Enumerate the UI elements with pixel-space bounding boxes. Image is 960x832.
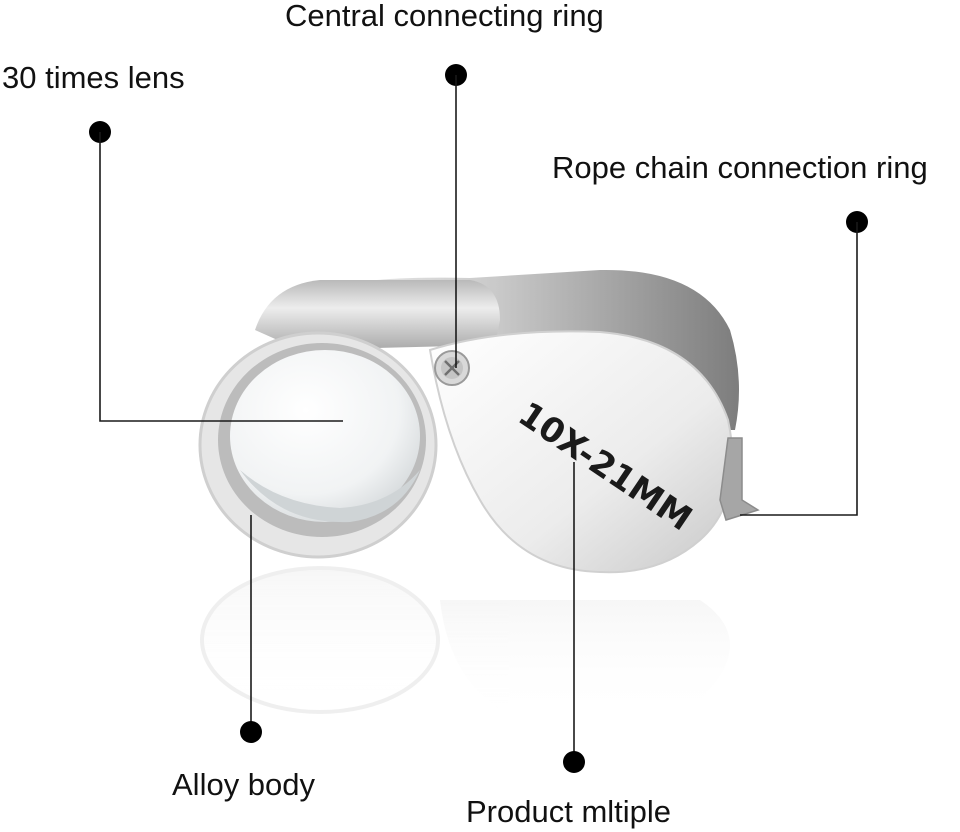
teardrop-cover	[428, 330, 734, 574]
leader-line	[99, 132, 343, 422]
lens-glass	[230, 350, 420, 522]
marker-dot	[563, 751, 585, 773]
callout-lens: 30 times lens	[2, 60, 343, 422]
callout-alloy-body: Alloy body	[172, 515, 316, 802]
screw	[434, 350, 470, 386]
label-central-ring: Central connecting ring	[285, 0, 604, 33]
callout-multiple: Product mltiple	[466, 462, 671, 829]
loupe-reflection	[200, 566, 730, 720]
callout-rope-ring: Rope chain connection ring	[552, 150, 928, 516]
callout-central-ring: Central connecting ring	[285, 0, 604, 368]
lens-inner-shadow	[240, 470, 420, 523]
label-multiple: Product mltiple	[466, 794, 671, 829]
label-rope-ring: Rope chain connection ring	[552, 150, 928, 185]
marker-dot	[240, 721, 262, 743]
side-clip	[719, 437, 760, 521]
label-lens: 30 times lens	[2, 60, 185, 95]
leader-line	[740, 222, 858, 516]
label-alloy-body: Alloy body	[172, 767, 316, 802]
